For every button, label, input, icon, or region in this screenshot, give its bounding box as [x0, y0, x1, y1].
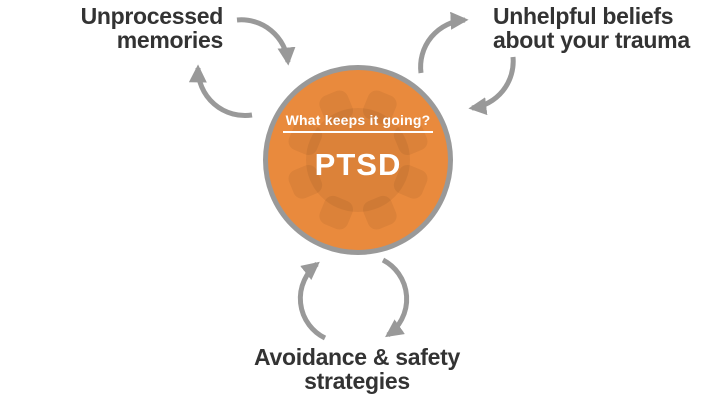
circle-heading: What keeps it going?	[282, 112, 434, 133]
cycle-arrows-bottom	[297, 257, 410, 341]
label-line: Avoidance & safety	[254, 344, 460, 370]
label-line: Unhelpful beliefs	[493, 3, 674, 29]
cycle-arrows-top-right	[418, 11, 516, 116]
arrow-label-to-circle-top-left-icon	[236, 17, 296, 66]
label-line: Unprocessed	[80, 3, 224, 29]
arrow-label-to-circle-bottom-icon	[297, 261, 327, 341]
arrow-label-to-circle-top-right-icon	[468, 56, 516, 116]
gear-icon	[288, 90, 428, 230]
cycle-arrows-top-left	[188, 17, 296, 118]
arrow-circle-to-label-top-left-icon	[188, 64, 253, 118]
arrow-circle-to-label-top-right-icon	[418, 11, 469, 74]
circle-title: PTSD	[314, 147, 402, 182]
label-line: memories	[116, 27, 224, 53]
label-line: strategies	[304, 368, 410, 394]
label-avoidance-safety: Avoidance & safety strategies	[157, 345, 557, 393]
label-unhelpful-beliefs: Unhelpful beliefs about your trauma	[493, 4, 690, 52]
arrow-circle-to-label-bottom-icon	[381, 257, 410, 338]
label-unprocessed-memories: Unprocessed memories	[80, 3, 224, 53]
circle-text-block: What keeps it going? PTSD	[263, 112, 453, 183]
label-line: about your trauma	[493, 27, 690, 53]
ptsd-circle	[263, 65, 453, 255]
